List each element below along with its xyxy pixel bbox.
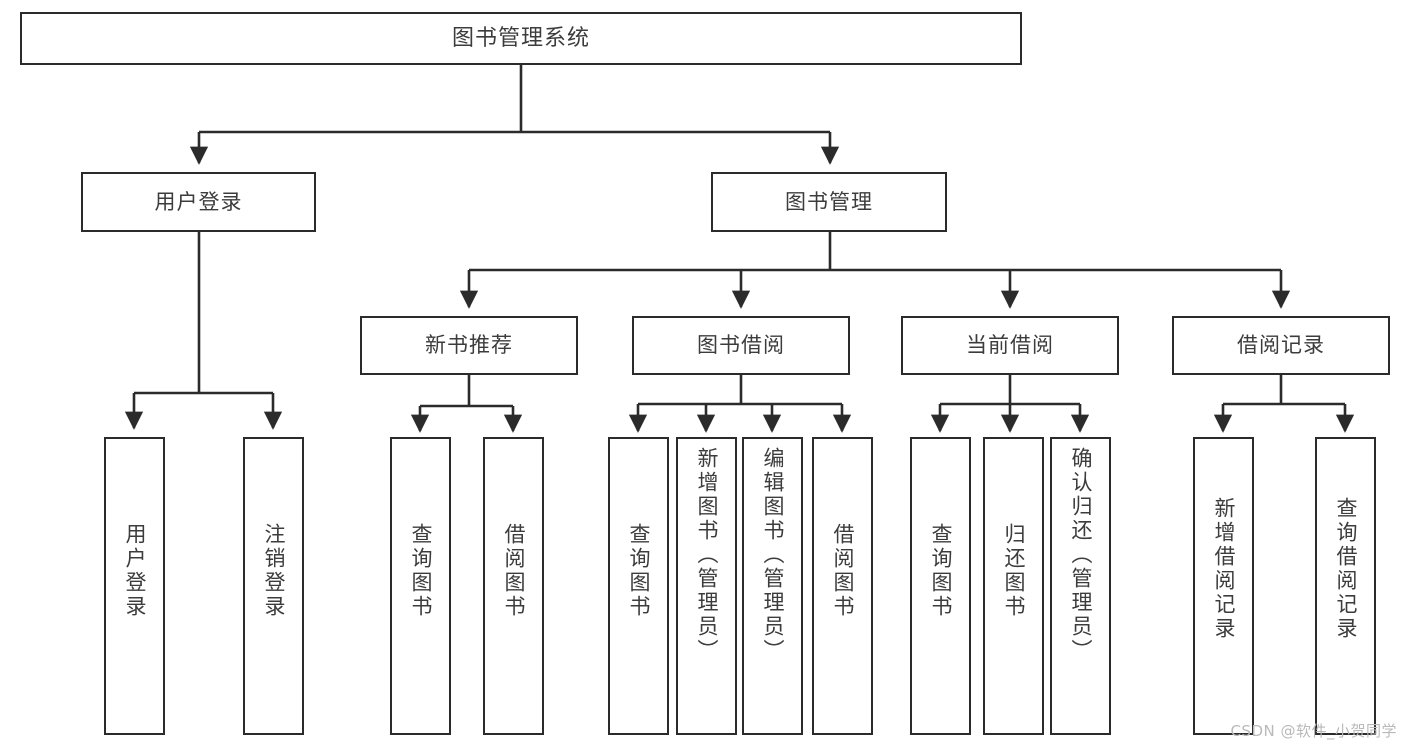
node-user-login-label: 用户登录 bbox=[154, 189, 243, 214]
node-new-book-recommend-label: 新书推荐 bbox=[425, 333, 513, 358]
node-user-login[interactable]: 用户登录 bbox=[81, 172, 316, 232]
leaf-user-logout-label: 注销登录 bbox=[262, 523, 286, 619]
leaf-borrow-query-book[interactable]: 查询图书 bbox=[608, 437, 669, 735]
leaf-borrow-borrow-book-label: 借阅图书 bbox=[831, 523, 855, 619]
node-book-management[interactable]: 图书管理 bbox=[711, 172, 947, 232]
leaf-borrow-add-book[interactable]: 新增图书（管理员） bbox=[676, 437, 737, 735]
leaf-record-query-label: 查询借阅记录 bbox=[1334, 497, 1358, 641]
leaf-record-query[interactable]: 查询借阅记录 bbox=[1315, 437, 1376, 735]
node-current-borrow-label: 当前借阅 bbox=[966, 333, 1054, 358]
leaf-borrow-query-book-label: 查询图书 bbox=[627, 523, 651, 619]
node-book-management-label: 图书管理 bbox=[785, 189, 873, 214]
node-root-label: 图书管理系统 bbox=[451, 25, 590, 51]
leaf-record-add[interactable]: 新增借阅记录 bbox=[1193, 437, 1254, 735]
leaf-new-book-borrow-label: 借阅图书 bbox=[502, 523, 526, 619]
leaf-new-book-query[interactable]: 查询图书 bbox=[390, 437, 451, 735]
leaf-record-add-label: 新增借阅记录 bbox=[1212, 497, 1236, 641]
node-borrow-records-label: 借阅记录 bbox=[1237, 333, 1325, 358]
leaf-user-logout[interactable]: 注销登录 bbox=[243, 437, 304, 735]
leaf-borrow-borrow-book[interactable]: 借阅图书 bbox=[812, 437, 873, 735]
leaf-new-book-borrow[interactable]: 借阅图书 bbox=[483, 437, 544, 735]
csdn-watermark: CSDN @软件_小贺同学 bbox=[1230, 722, 1397, 740]
leaf-current-query-book[interactable]: 查询图书 bbox=[910, 437, 971, 735]
node-current-borrow[interactable]: 当前借阅 bbox=[901, 316, 1119, 375]
leaf-borrow-edit-book-label: 编辑图书（管理员） bbox=[761, 447, 785, 663]
node-book-borrow-label: 图书借阅 bbox=[697, 333, 785, 358]
node-book-borrow[interactable]: 图书借阅 bbox=[632, 316, 850, 375]
leaf-current-return-book-label: 归还图书 bbox=[1002, 523, 1026, 619]
leaf-current-query-book-label: 查询图书 bbox=[929, 523, 953, 619]
leaf-current-return-book[interactable]: 归还图书 bbox=[983, 437, 1044, 735]
node-root[interactable]: 图书管理系统 bbox=[20, 12, 1022, 65]
leaf-current-confirm-return[interactable]: 确认归还（管理员） bbox=[1050, 437, 1111, 735]
node-borrow-records[interactable]: 借阅记录 bbox=[1172, 316, 1390, 375]
leaf-current-confirm-return-label: 确认归还（管理员） bbox=[1069, 447, 1093, 663]
leaf-user-login-label: 用户登录 bbox=[123, 523, 147, 619]
node-new-book-recommend[interactable]: 新书推荐 bbox=[360, 316, 578, 375]
leaf-borrow-add-book-label: 新增图书（管理员） bbox=[695, 447, 719, 663]
leaf-user-login[interactable]: 用户登录 bbox=[104, 437, 165, 735]
leaf-borrow-edit-book[interactable]: 编辑图书（管理员） bbox=[742, 437, 803, 735]
leaf-new-book-query-label: 查询图书 bbox=[409, 523, 433, 619]
